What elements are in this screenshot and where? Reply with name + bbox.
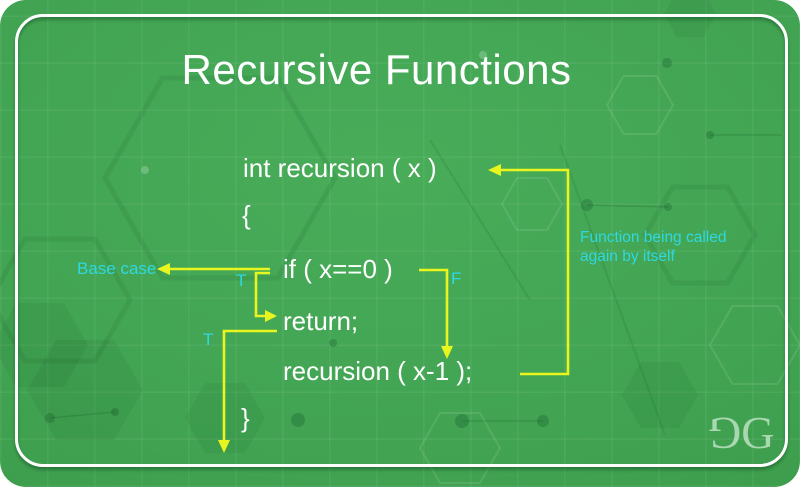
false-branch-arrowhead <box>441 346 453 359</box>
code-line-if-condition: if ( x==0 ) <box>283 254 393 284</box>
true-branch-if-line <box>254 271 270 318</box>
false-branch-line <box>419 268 449 347</box>
true-branch-return-line <box>222 329 277 441</box>
hexagons-filled-dark <box>0 0 716 453</box>
true-branch-if-arrowhead <box>265 310 277 322</box>
diagonal-lines <box>429 139 666 436</box>
geeksforgeeks-logo: GG <box>711 407 774 459</box>
code-line-close-brace: } <box>241 403 250 433</box>
recursion-note: Function being called again by itself <box>580 229 727 265</box>
code-line-recursive-call: recursion ( x-1 ); <box>283 356 473 386</box>
hexagon-outlines-dark <box>0 75 758 364</box>
code-line-function-signature: int recursion ( x ) <box>243 153 437 183</box>
connector-lines <box>49 134 782 422</box>
base-case-arrowhead <box>157 263 170 275</box>
base-case-label: Base case <box>77 259 157 278</box>
false-label: F <box>451 269 462 288</box>
logo-g: G <box>741 407 774 458</box>
recursive-call-arrowhead <box>488 164 501 176</box>
code-line-return-statement: return; <box>283 306 359 336</box>
true-branch-return-arrowhead <box>218 440 230 453</box>
inner-frame-border <box>15 14 788 467</box>
recursive-call-loop-line <box>500 168 570 376</box>
page-title: Recursive Functions <box>181 46 572 93</box>
dots-dark <box>45 58 714 428</box>
hexagon-outlines-light <box>418 75 800 484</box>
true-label-if: T <box>236 271 247 290</box>
dots-light <box>141 51 487 174</box>
logo-g-flipped: G <box>711 408 742 459</box>
code-line-open-brace: { <box>242 200 251 230</box>
true-label-return: T <box>203 330 214 349</box>
